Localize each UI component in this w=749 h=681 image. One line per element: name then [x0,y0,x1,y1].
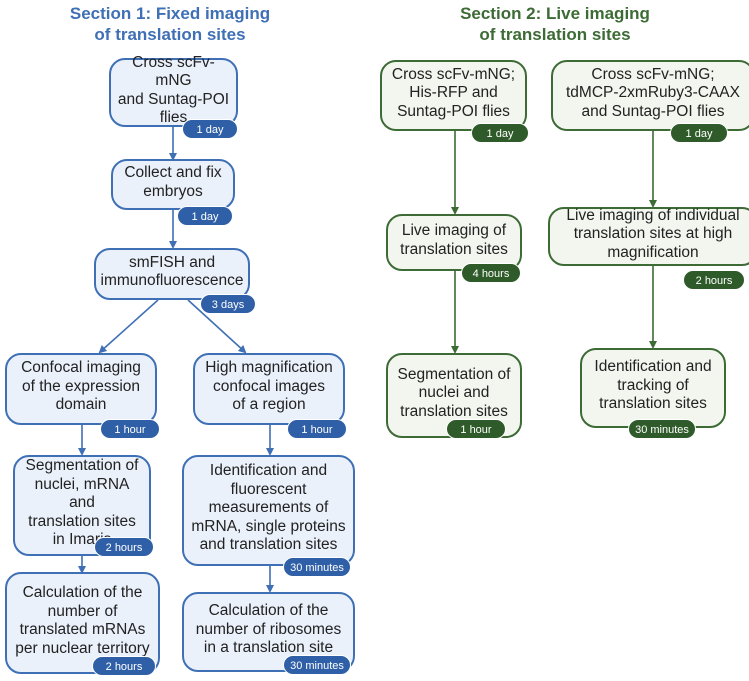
time-badge: 30 minutes [628,419,696,439]
time-badge: 30 minutes [283,655,351,675]
time-badge: 2 hours [92,656,156,676]
time-badge: 2 hours [94,537,154,557]
section2-title: Section 2: Live imaging of translation s… [460,4,650,44]
step-live-imaging-individual-sites: Live imaging of individual translation s… [548,207,749,266]
step-collect-embryos: Collect and fix embryos [111,159,235,210]
time-badge: 2 hours [683,270,745,290]
time-badge: 1 day [177,206,233,226]
arrow-smfish-to-highmag [187,299,247,354]
time-badge: 4 hours [461,263,521,283]
step-cross-flies: Cross scFv-mNG and Suntag-POI flies [109,54,238,127]
time-badge: 1 hour [446,419,506,439]
arrow-smfish-to-confocal [98,299,159,354]
step-smfish: smFISH and immunofluorescence [94,248,250,300]
step-cross-flies-his-rfp: Cross scFv-mNG; His-RFP and Suntag-POI f… [380,60,527,131]
step-high-magnification: High magnification confocal images of a … [193,353,345,425]
step-confocal-imaging: Confocal imaging of the expression domai… [5,353,157,425]
section1-title: Section 1: Fixed imaging of translation … [69,4,271,44]
time-badge: 1 hour [287,419,347,439]
time-badge: 3 days [200,294,256,314]
time-badge: 1 day [670,123,728,143]
time-badge: 1 day [182,119,238,139]
time-badge: 1 hour [100,419,160,439]
step-calc-translated-mrnas: Calculation of the number of translated … [5,572,160,674]
step-live-imaging-translation-sites: Live imaging of translation sites [386,214,522,271]
time-badge: 30 minutes [283,557,351,577]
time-badge: 1 day [471,123,529,143]
step-identification-tracking: Identification and tracking of translati… [580,348,726,428]
step-cross-flies-mcp: Cross scFv-mNG; tdMCP-2xmRuby3-CAAX and … [551,60,749,131]
step-identification-measurements: Identification and fluorescent measureme… [182,455,355,566]
step-calc-ribosomes: Calculation of the number of ribosomes i… [182,592,355,672]
